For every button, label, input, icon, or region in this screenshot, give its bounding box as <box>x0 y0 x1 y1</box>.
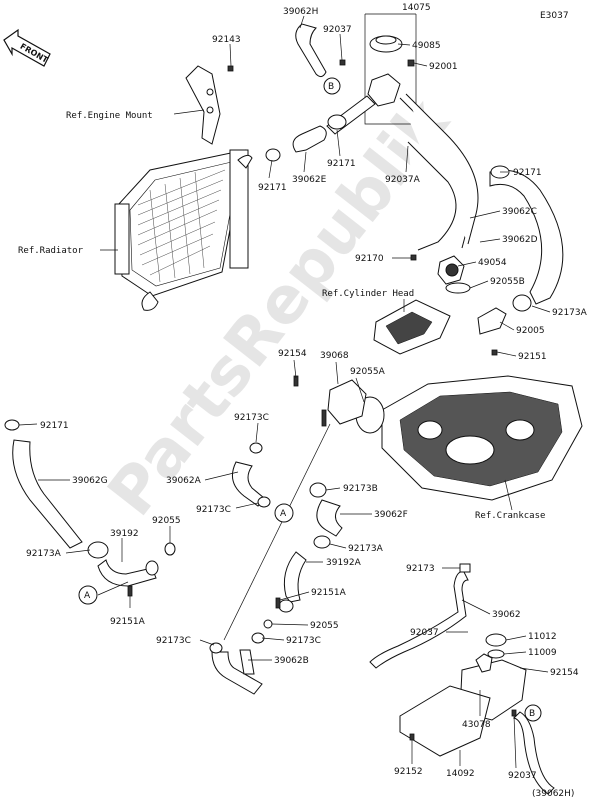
label-92173A-mid: 92173A <box>348 544 384 554</box>
label-39062H-paren: (39062H) <box>532 789 574 799</box>
label-92005: 92005 <box>516 326 545 336</box>
label-92173C-d: 92173C <box>286 636 321 646</box>
label-49054: 49054 <box>478 258 507 268</box>
label-92173B: 92173B <box>343 484 378 494</box>
label-92037-right: 92037 <box>410 628 439 638</box>
label-39192: 39192 <box>110 529 139 539</box>
label-92037-top: 92037 <box>323 25 352 35</box>
label-ref-radiator: Ref.Radiator <box>18 246 84 256</box>
label-39062: 39062 <box>492 610 521 620</box>
label-92001: 92001 <box>429 62 458 72</box>
label-14092: 14092 <box>446 769 475 779</box>
label-92171-d: 92171 <box>40 421 69 431</box>
label-92151A-left: 92151A <box>110 617 146 627</box>
svg-text:A: A <box>84 591 91 601</box>
left-hoses <box>4 419 176 597</box>
label-92154-b: 92154 <box>550 668 579 678</box>
label-92151A-right: 92151A <box>311 588 347 598</box>
label-92173C-c: 92173C <box>156 636 191 646</box>
circle-ref-b2: B <box>524 704 542 722</box>
label-39062G: 39062G <box>72 476 108 486</box>
circle-ref-b1: B <box>323 77 341 95</box>
label-39062H: 39062H <box>283 7 318 17</box>
label-39068: 39068 <box>320 351 349 361</box>
label-92151: 92151 <box>518 352 547 362</box>
front-arrow-icon: FRONT <box>3 28 51 67</box>
leader-lines <box>18 15 551 769</box>
crankcase-illustration <box>355 375 583 501</box>
diagram-code: E3037 <box>540 11 569 21</box>
label-92154: 92154 <box>278 349 307 359</box>
label-39062F: 39062F <box>374 510 408 520</box>
label-39062C: 39062C <box>502 207 537 217</box>
svg-text:A: A <box>280 509 287 519</box>
label-43078: 43078 <box>462 720 491 730</box>
label-ref-cylinder-head: Ref.Cylinder Head <box>322 289 414 299</box>
radiator-illustration <box>114 149 253 311</box>
oil-cooler-illustration <box>293 375 367 427</box>
water-pump-illustration <box>437 255 507 356</box>
label-11009: 11009 <box>528 648 557 658</box>
label-92173: 92173 <box>406 564 435 574</box>
label-ref-engine-mount: Ref.Engine Mount <box>66 111 153 121</box>
engine-mount-illustration <box>185 65 221 145</box>
label-92170: 92170 <box>355 254 384 264</box>
cylinder-head-illustration <box>373 299 451 355</box>
right-hoses <box>399 93 564 312</box>
label-14075: 14075 <box>402 3 431 13</box>
label-92055B: 92055B <box>490 277 525 287</box>
label-92171-c: 92171 <box>513 168 542 178</box>
label-92173C-a: 92173C <box>234 413 269 423</box>
label-92171-a: 92171 <box>258 183 287 193</box>
label-92055-b: 92055 <box>310 621 339 631</box>
upper-hose-assembly <box>227 23 415 162</box>
label-92143: 92143 <box>212 35 241 45</box>
reservoir-tank-illustration <box>369 563 555 795</box>
middle-hoses <box>209 423 343 695</box>
label-92152: 92152 <box>394 767 423 777</box>
bracket-14075 <box>364 13 417 125</box>
label-39062D: 39062D <box>502 235 538 245</box>
label-92037A: 92037A <box>385 175 421 185</box>
label-49085: 49085 <box>412 41 441 51</box>
label-39062B: 39062B <box>274 656 309 666</box>
label-92173C-b: 92173C <box>196 505 231 515</box>
svg-text:B: B <box>529 709 535 719</box>
label-39062E: 39062E <box>292 175 327 185</box>
svg-text:B: B <box>328 82 334 92</box>
part-labels: 14075 39062H 92037 49085 92001 92143 Ref… <box>18 3 588 799</box>
circle-ref-a2: A <box>274 503 294 523</box>
label-92037-bottom: 92037 <box>508 771 537 781</box>
label-92055: 92055 <box>152 516 181 526</box>
label-ref-crankcase: Ref.Crankcase <box>475 511 545 521</box>
label-92055A: 92055A <box>350 367 386 377</box>
label-92173A-left: 92173A <box>26 549 62 559</box>
label-92173A-right: 92173A <box>552 308 588 318</box>
circle-ref-a1: A <box>78 585 98 605</box>
label-39062A: 39062A <box>166 476 202 486</box>
label-39192A: 39192A <box>326 558 362 568</box>
label-92171-b: 92171 <box>327 159 356 169</box>
label-11012: 11012 <box>528 632 557 642</box>
